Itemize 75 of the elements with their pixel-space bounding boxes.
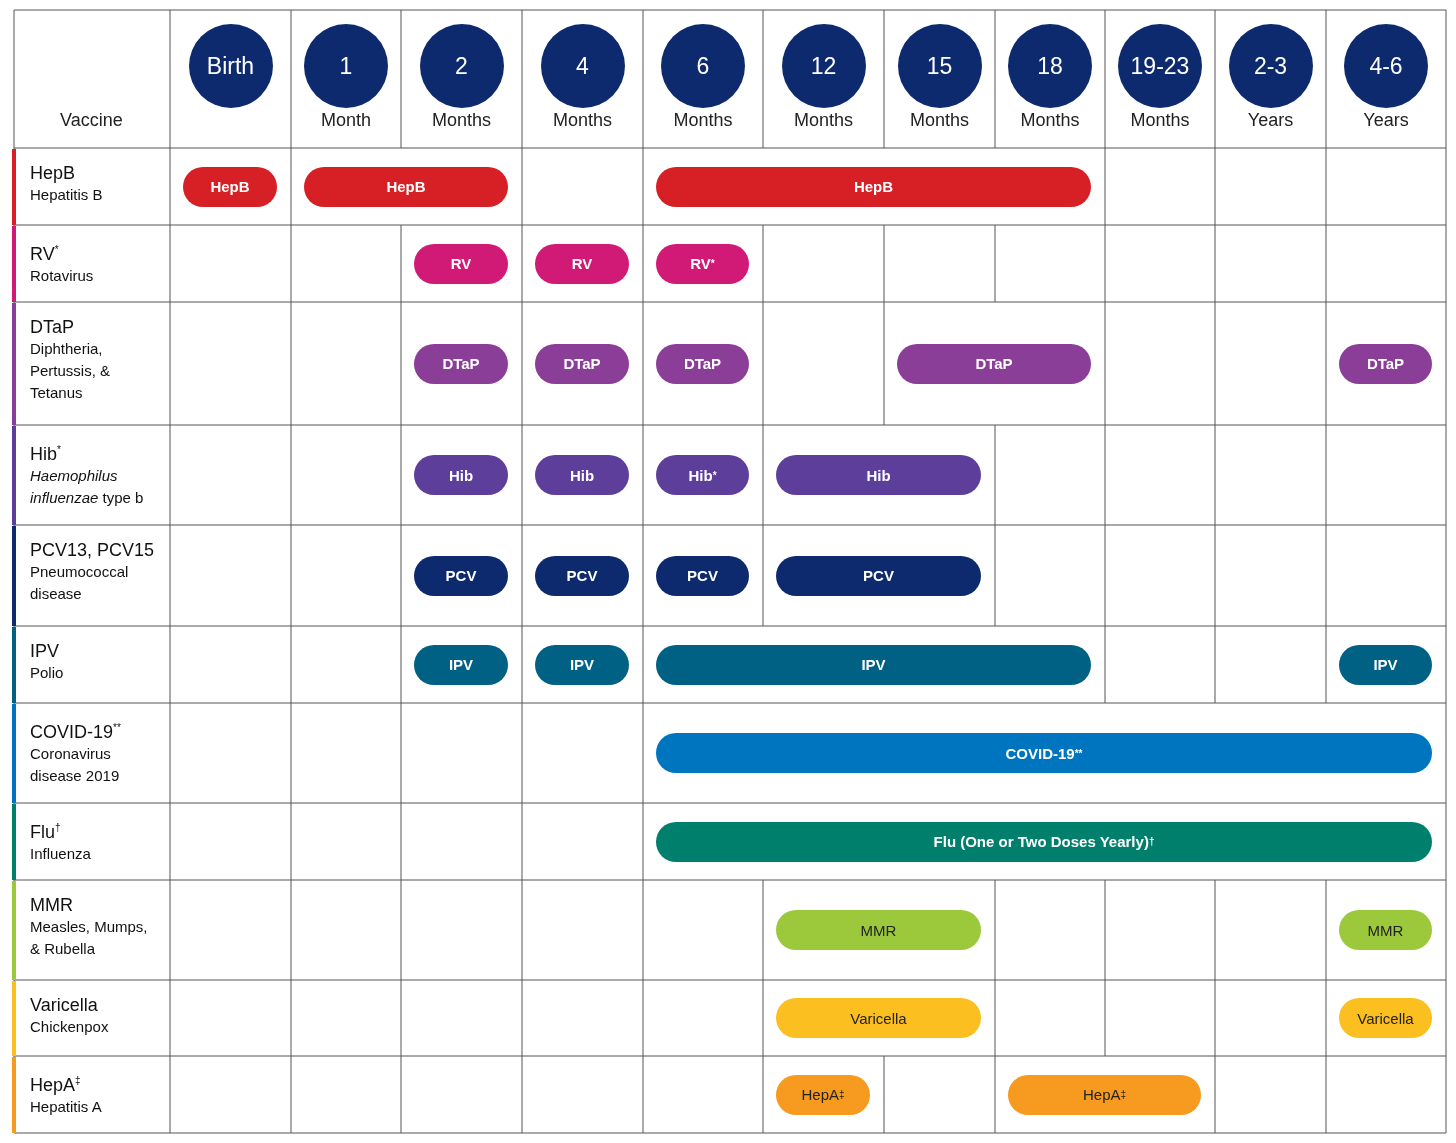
- vaccine-name: DTaP: [30, 316, 75, 338]
- age-badge: 4-6: [1344, 24, 1428, 108]
- vaccine-name: HepA$^{‡}$: [30, 1074, 82, 1096]
- vaccine-name: RV$^{*}$: [30, 243, 60, 265]
- dose-bar: HepA$^{‡}$: [776, 1074, 870, 1115]
- dose-bar: PCV: [414, 555, 508, 596]
- vaccine-name: PCV13, PCV15: [30, 539, 156, 561]
- dose-bar: IPV: [656, 644, 1091, 685]
- disease-name: Hepatitis A: [30, 1097, 103, 1117]
- dose-bar: DTaP: [535, 343, 629, 384]
- age-badge: 19-23: [1118, 24, 1202, 108]
- dose-bar: Varicella: [776, 998, 981, 1038]
- vaccine-name: MMR: [30, 894, 74, 916]
- vaccine-name: IPV: [30, 640, 60, 662]
- disease-name: Diphtheria, Pertussis, & Tetanus: [30, 339, 112, 403]
- disease-name: Pneumococcal disease: [30, 562, 130, 604]
- dose-bar: DTaP: [656, 343, 749, 384]
- dose-bar: RV$^{*}$: [656, 243, 749, 284]
- dose-bar: IPV: [1339, 644, 1432, 685]
- vaccine-name: Flu$^{†}$: [30, 821, 62, 843]
- age-unit: Months: [432, 110, 491, 131]
- disease-name: Hepatitis B: [30, 185, 104, 205]
- dose-bar: HepB: [183, 166, 277, 207]
- dose-bar: MMR: [1339, 910, 1432, 950]
- dose-bar: HepB: [304, 166, 508, 207]
- age-unit: Years: [1363, 110, 1409, 131]
- dose-bar: IPV: [414, 644, 508, 685]
- vaccine-name: HepB: [30, 162, 77, 184]
- age-unit: Months: [794, 110, 853, 131]
- dose-bar: Hib: [535, 455, 629, 495]
- dose-bar: DTaP: [897, 343, 1091, 384]
- dose-bar: IPV: [535, 644, 629, 685]
- age-badge: 2-3: [1228, 24, 1313, 108]
- dose-bar: COVID-19$^{**}$: [656, 733, 1432, 773]
- vaccine-name: Varicella: [30, 994, 99, 1016]
- disease-name: Influenza: [30, 844, 92, 864]
- age-unit: Months: [910, 110, 969, 131]
- age-badge: Birth: [188, 24, 273, 108]
- dose-bar: Hib: [414, 455, 508, 495]
- age-badge: 15: [897, 24, 982, 108]
- disease-name: Chickenpox: [30, 1017, 110, 1037]
- age-unit: Month: [321, 110, 371, 131]
- dose-bar: HepA$^{‡}$: [1008, 1074, 1201, 1115]
- disease-name: Haemophilus influenzae type b: [30, 466, 145, 508]
- dose-bar: DTaP: [414, 343, 508, 384]
- age-unit: Months: [553, 110, 612, 131]
- disease-name: Coronavirus disease 2019: [30, 744, 121, 786]
- age-badge: 6: [661, 24, 745, 108]
- dose-bar: PCV: [535, 555, 629, 596]
- dose-bar: Varicella: [1339, 998, 1432, 1038]
- column-heading: Vaccine: [60, 110, 123, 131]
- dose-bar: Hib$^{*}$: [656, 455, 749, 495]
- dose-bar: Hib: [776, 455, 981, 495]
- disease-name: Rotavirus: [30, 266, 95, 286]
- age-unit: Months: [673, 110, 733, 131]
- dose-bar: PCV: [776, 555, 981, 596]
- vaccine-name: Hib$^{*}$: [30, 443, 62, 465]
- age-badge: 2: [419, 24, 504, 108]
- dose-bar: Flu (One or Two Doses Yearly)$^{†}$: [656, 821, 1432, 862]
- age-unit: Months: [1130, 110, 1190, 131]
- dose-bar: RV: [535, 243, 629, 284]
- vaccine-name: COVID-19$^{**}$: [30, 721, 122, 743]
- disease-name: Polio: [30, 663, 65, 683]
- dose-bar: HepB: [656, 166, 1091, 207]
- dose-bar: RV: [414, 243, 508, 284]
- age-badge: 1: [304, 24, 388, 108]
- age-unit: Years: [1247, 110, 1294, 131]
- age-badge: 12: [781, 24, 866, 108]
- age-badge: 4: [540, 24, 625, 108]
- dose-bar: PCV: [656, 555, 749, 596]
- disease-name: Measles, Mumps, & Rubella: [30, 917, 149, 959]
- age-badge: 18: [1008, 24, 1092, 108]
- age-unit: Months: [1020, 110, 1080, 131]
- dose-bar: MMR: [776, 910, 981, 950]
- dose-bar: DTaP: [1339, 343, 1432, 384]
